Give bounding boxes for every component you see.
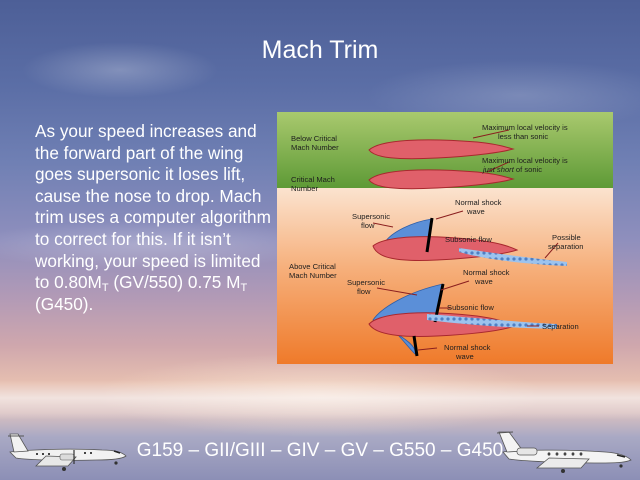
label-normal-shock-1: Normal shock wave: [455, 198, 504, 216]
airfoil-1: [368, 139, 515, 160]
label-normal-shock-2: Normal shock wave: [463, 268, 512, 286]
horizon-glow: [0, 380, 640, 420]
label-normal-shock-3: Normal shock wave: [444, 343, 493, 361]
label-above-critical: Above Critical Mach Number: [289, 262, 338, 280]
supersonic-region-3: [396, 333, 416, 355]
body-text-part-1: As your speed increases and the forward …: [35, 121, 271, 293]
body-paragraph: As your speed increases and the forward …: [35, 121, 275, 315]
separation-wake-2: [427, 314, 557, 329]
label-subsonic-flow-1: Subsonic flow: [445, 235, 492, 244]
label-supersonic-flow-2: Supersonic flow: [347, 278, 387, 296]
body-text-part-2: (GV/550) 0.75 M: [108, 272, 241, 293]
shock-wave-1: [425, 217, 434, 253]
label-subsonic-flow-2: Subsonic flow: [447, 303, 494, 312]
label-max-velocity-short: Maximum local velocity is just short of …: [482, 156, 570, 174]
footer-aircraft-models: G159 – GII/GIII – GIV – GV – G550 – G450: [136, 440, 504, 461]
label-critical-mach: Critical Mach Number: [291, 175, 337, 193]
separation-wake-1: [459, 248, 567, 266]
subscript-t-1: T: [101, 282, 109, 295]
label-separation: Separation: [542, 322, 579, 331]
label-below-critical: Below Critical Mach Number: [291, 134, 339, 152]
turboprop-aircraft-icon: [8, 433, 127, 471]
jet-aircraft-icon: [497, 431, 632, 473]
label-possible-separation: Possible separation: [548, 233, 583, 251]
subscript-t-2: T: [240, 282, 248, 295]
leader-lines: [372, 129, 559, 351]
shock-wave-3: [412, 335, 419, 357]
body-text-part-3: (G450).: [35, 293, 94, 314]
body-text: As your speed increases and the forward …: [35, 121, 275, 315]
label-supersonic-flow-1: Supersonic flow: [352, 212, 392, 230]
mach-trim-diagram: Below Critical Mach Number Critical Mach…: [277, 112, 613, 364]
airfoil-2: [368, 169, 515, 190]
slide-title: Mach Trim: [261, 36, 379, 64]
label-max-velocity-less: Maximum local velocity is less than soni…: [482, 123, 570, 141]
